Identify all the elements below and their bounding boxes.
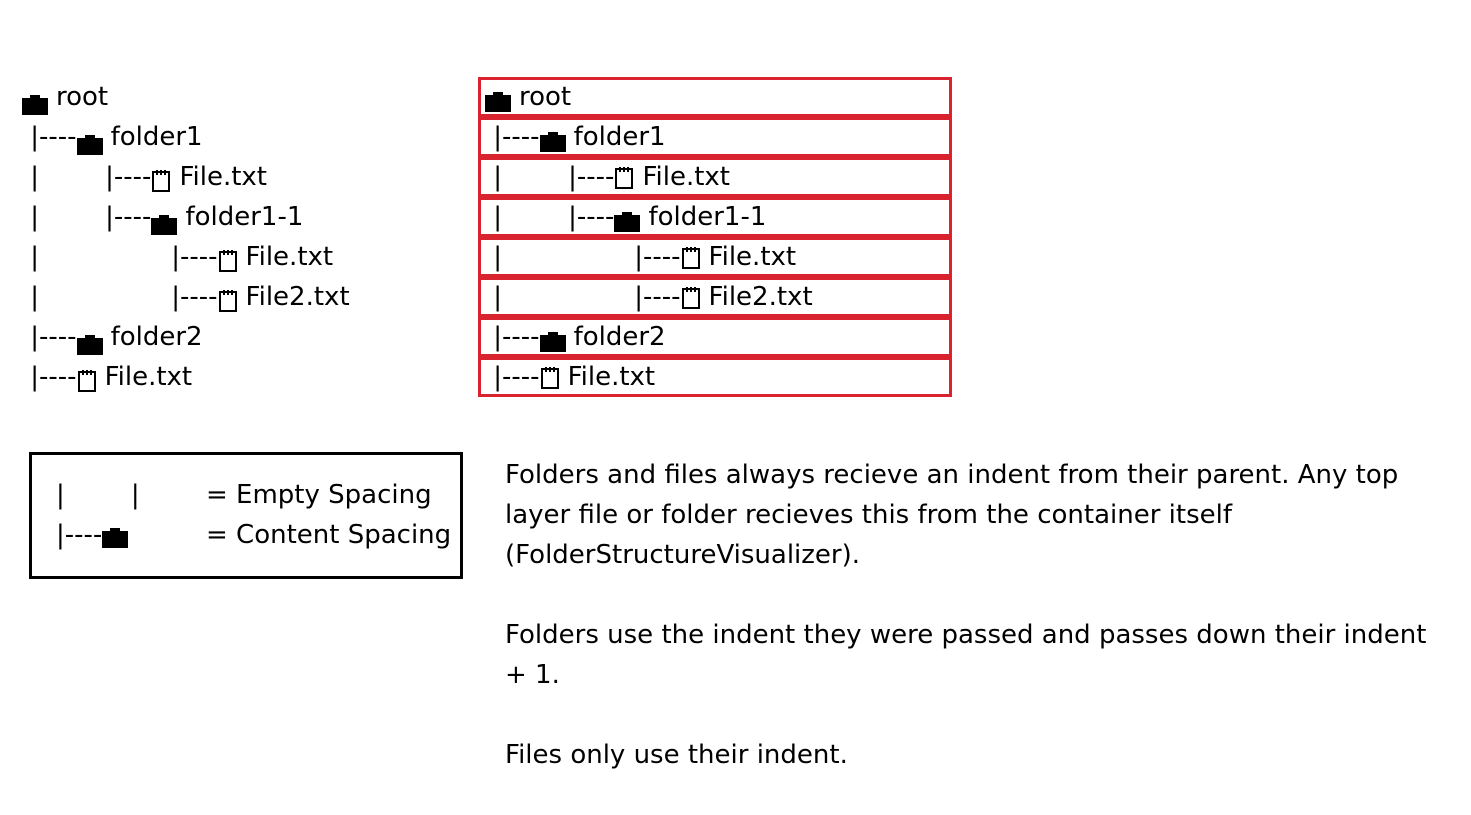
folder-icon (22, 87, 48, 115)
tree-prefix: |---- (485, 362, 540, 392)
tree-label: folder1 (573, 122, 666, 152)
tree-label: folder2 (110, 322, 203, 352)
folder-icon (151, 207, 178, 235)
tree-prefix: | |---- (22, 202, 152, 232)
plain-tree: root |---- folder1 | |---- File.txt | |---… (22, 77, 350, 397)
tree-row-file: | |---- File.txt (22, 157, 350, 197)
tree-prefix: |---- (22, 122, 77, 152)
tree-label: File2.txt (245, 282, 350, 312)
folder-icon (614, 207, 641, 232)
legend-empty-label: = Empty Spacing (206, 480, 432, 510)
folder-icon (539, 127, 566, 152)
legend-content-label: = Content Spacing (206, 520, 452, 550)
tree-label: File.txt (708, 242, 797, 272)
explanation-paragraph-3: Files only use their indent. (505, 740, 848, 770)
tree-label: File.txt (104, 362, 193, 392)
tree-prefix: | |---- (485, 282, 681, 312)
boxed-row-root: root (478, 77, 952, 117)
tree-prefix: | |---- (22, 282, 218, 312)
tree-row-root: root (22, 77, 350, 117)
tree-label: root (519, 82, 572, 112)
tree-prefix: |---- (485, 122, 540, 152)
legend-empty-symbol: | | (56, 480, 140, 510)
tree-prefix: | |---- (485, 162, 615, 192)
folder-icon (102, 525, 129, 548)
tree-prefix: |---- (485, 322, 540, 352)
explanation-paragraph-1: Folders and files always recieve an inde… (505, 460, 1399, 570)
folder-icon (76, 327, 103, 355)
tree-prefix: |---- (22, 322, 77, 352)
file-icon (77, 365, 97, 392)
boxed-row-folder1: |---- folder1 (478, 117, 952, 157)
tree-prefix: |---- (22, 362, 77, 392)
file-icon (218, 245, 238, 272)
tree-prefix: | |---- (485, 202, 615, 232)
tree-label: File.txt (245, 242, 334, 272)
tree-prefix: | |---- (22, 242, 218, 272)
folder-icon (485, 87, 511, 112)
tree-prefix: | |---- (485, 242, 681, 272)
tree-row-folder1-1: | |---- folder1-1 (22, 197, 350, 237)
file-icon (614, 165, 634, 189)
tree-prefix: | |---- (22, 162, 152, 192)
boxed-row-file2: | |---- File2.txt (478, 277, 952, 317)
tree-label: folder1-1 (185, 202, 304, 232)
explanation-text: Folders and files always recieve an inde… (505, 455, 1455, 815)
tree-row-folder2: |---- folder2 (22, 317, 350, 357)
tree-label: folder1-1 (648, 202, 767, 232)
boxed-row-file: | |---- File.txt (478, 157, 952, 197)
file-icon (681, 285, 701, 309)
tree-label: File.txt (567, 362, 656, 392)
legend-empty: | | = Empty Spacing (56, 475, 432, 515)
tree-row-file: | |---- File.txt (22, 237, 350, 277)
boxed-row-file: | |---- File.txt (478, 237, 952, 277)
file-icon (540, 365, 560, 389)
tree-row-file2: | |---- File2.txt (22, 277, 350, 317)
tree-label: File.txt (642, 162, 730, 192)
explanation-paragraph-2: Folders use the indent they were passed … (505, 620, 1427, 690)
folder-icon (76, 127, 103, 155)
file-icon (218, 285, 238, 312)
boxed-row-folder1-1: | |---- folder1-1 (478, 197, 952, 237)
boxed-row-folder2: |---- folder2 (478, 317, 952, 357)
legend-content: |---- = Content Spacing (56, 515, 451, 555)
tree-label: folder1 (110, 122, 203, 152)
legend-box: | | = Empty Spacing |---- = Content Spac… (29, 452, 463, 579)
tree-label: File2.txt (708, 282, 813, 312)
boxed-tree: root |---- folder1 | |---- File.txt | |---… (478, 77, 952, 397)
folder-icon (539, 327, 566, 352)
tree-label: File.txt (179, 162, 267, 192)
legend-content-symbol: |---- (56, 520, 103, 550)
boxed-row-file: |---- File.txt (478, 357, 952, 397)
tree-row-folder1: |---- folder1 (22, 117, 350, 157)
file-icon (151, 165, 171, 192)
tree-label: root (56, 82, 109, 112)
file-icon (681, 245, 701, 269)
tree-label: folder2 (573, 322, 666, 352)
tree-row-file: |---- File.txt (22, 357, 350, 397)
